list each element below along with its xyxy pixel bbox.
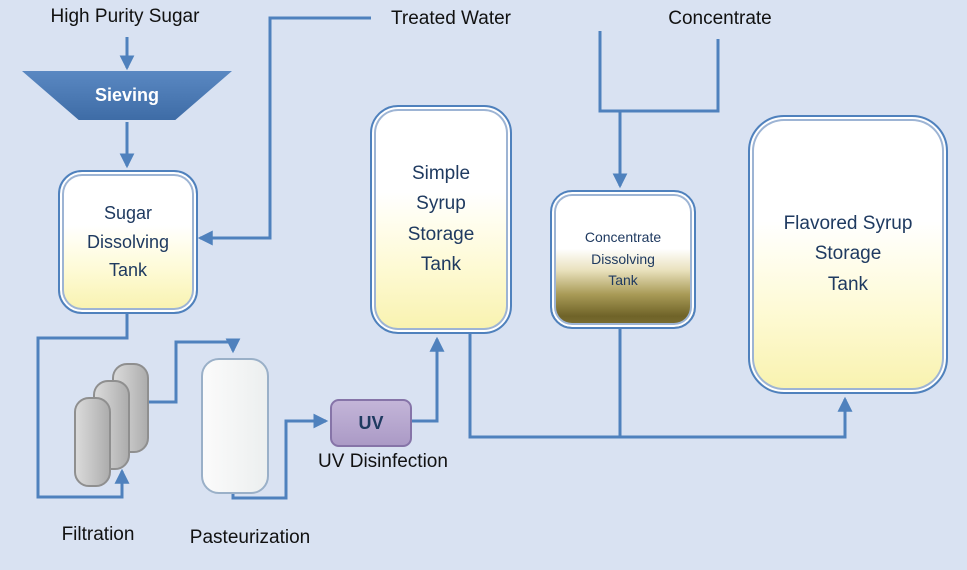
tank-label-line: Dissolving	[86, 231, 170, 252]
tank-label-line: Sugar	[103, 202, 153, 223]
label-filtration: Filtration	[61, 524, 135, 545]
uv-disinfection-unit: UV	[330, 399, 412, 447]
simple-syrup-storage-tank: Simple Syrup Storage Tank	[370, 105, 512, 334]
tank-label-line: Simple	[411, 162, 471, 184]
edge-uv-to-simple-tank	[409, 336, 445, 423]
pasteurization-vessel	[201, 358, 269, 494]
edge-treated-water-to-sugar-tank	[197, 16, 371, 246]
label-treated-water: Treated Water	[390, 8, 512, 29]
edge-sugar-tank-to-filtration	[36, 312, 130, 499]
uv-label: UV	[358, 412, 384, 433]
edge-simple-tank-to-flavored-tank	[468, 331, 853, 439]
tank-label-line: Flavored Syrup	[783, 212, 913, 234]
label-pasteurization: Pasteurization	[189, 527, 311, 548]
tank-label-line: Dissolving	[591, 250, 655, 267]
flavored-syrup-storage-tank: Flavored Syrup Storage Tank	[748, 115, 948, 394]
sieving-label: Sieving	[94, 85, 160, 105]
sugar-dissolving-tank: Sugar Dissolving Tank	[58, 170, 198, 314]
tank-label-line: Syrup	[416, 193, 466, 215]
concentrate-dissolving-tank: Concentrate Dissolving Tank	[550, 190, 696, 329]
tank-label-line: Tank	[420, 253, 462, 275]
tank-label-line: Tank	[608, 272, 638, 289]
label-concentrate: Concentrate	[668, 8, 772, 29]
edge-pasteurization-to-uv	[231, 413, 329, 500]
tank-label-line: Tank	[827, 273, 869, 295]
label-high-purity-sugar: High Purity Sugar	[50, 6, 200, 27]
label-uv-disinfection: UV Disinfection	[318, 451, 448, 472]
tank-label-line: Tank	[108, 260, 148, 281]
tank-label-line: Concentrate	[584, 228, 662, 245]
filter-cartridge	[74, 397, 111, 487]
edge-treated-water-concentrate-junction	[598, 31, 720, 113]
tank-label-line: Storage	[814, 243, 882, 265]
tank-label-line: Storage	[407, 223, 475, 245]
edge-filtration-to-pasteurization	[146, 338, 241, 404]
